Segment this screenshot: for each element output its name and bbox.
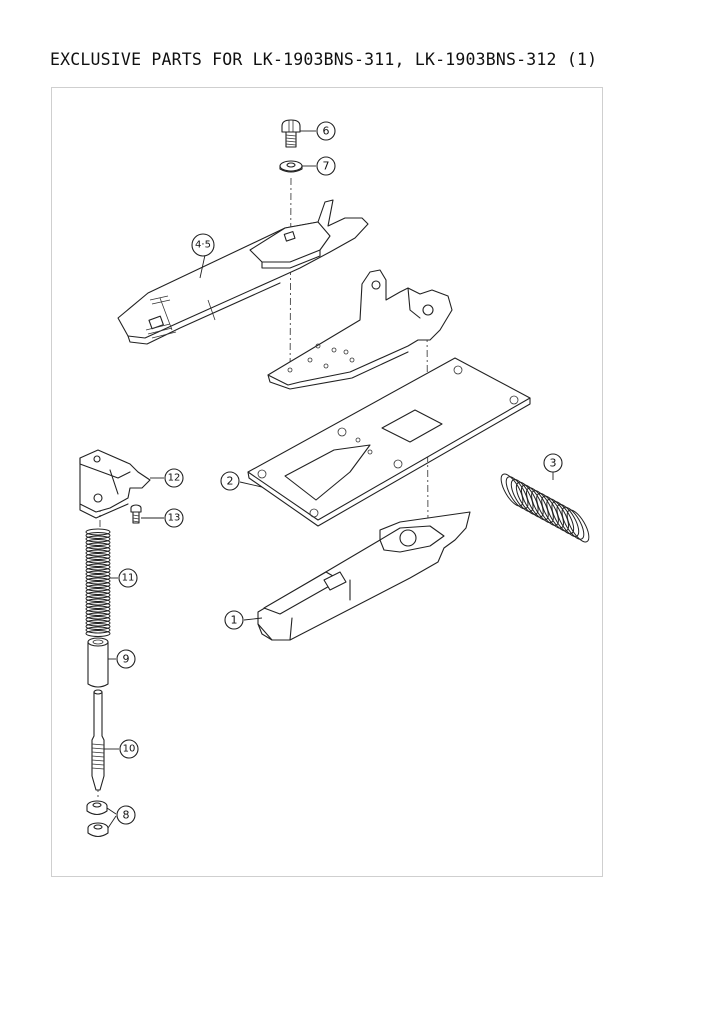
callout-3: 3 <box>543 453 563 473</box>
part-7-washer <box>279 160 303 173</box>
callout-6: 6 <box>316 121 336 141</box>
callout-2-label: 2 <box>227 475 234 488</box>
part-12-bracket <box>79 449 151 519</box>
part-11-spring <box>85 528 111 637</box>
part-3-spring <box>500 473 590 543</box>
page-title: EXCLUSIVE PARTS FOR LK-1903BNS-311, LK-1… <box>50 50 598 69</box>
callout-7: 7 <box>316 156 336 176</box>
callout-10: 10 <box>119 739 139 759</box>
callout-13-label: 13 <box>168 513 181 524</box>
upper-bracket-plate <box>267 269 453 390</box>
part-10-pin <box>91 689 105 791</box>
callout-2: 2 <box>220 471 240 491</box>
callout-4-5: 4·5 <box>191 233 215 257</box>
part-13-screw <box>130 504 142 524</box>
callout-13: 13 <box>164 508 184 528</box>
part-2-needle-plate <box>247 357 531 527</box>
callout-12-label: 12 <box>168 473 181 484</box>
callout-7-label: 7 <box>323 160 330 173</box>
leader-lines <box>104 130 554 829</box>
part-8-nuts <box>86 800 109 838</box>
callout-1: 1 <box>224 610 244 630</box>
callout-6-label: 6 <box>323 125 330 138</box>
callout-4-5-label: 4·5 <box>195 240 211 251</box>
callout-9-label: 9 <box>123 653 130 666</box>
callout-8: 8 <box>116 805 136 825</box>
callout-10-label: 10 <box>123 744 136 755</box>
part-4-5-presser-plate <box>117 199 369 345</box>
part-1-feed-bar <box>257 511 471 641</box>
callout-8-label: 8 <box>123 809 130 822</box>
callout-9: 9 <box>116 649 136 669</box>
callout-11-label: 11 <box>122 573 135 584</box>
diagram-frame <box>51 87 603 877</box>
part-9-sleeve <box>87 637 109 688</box>
callout-1-label: 1 <box>231 614 238 627</box>
callout-3-label: 3 <box>550 457 557 470</box>
callout-11: 11 <box>118 568 138 588</box>
callout-12: 12 <box>164 468 184 488</box>
part-6-screw <box>281 119 301 148</box>
